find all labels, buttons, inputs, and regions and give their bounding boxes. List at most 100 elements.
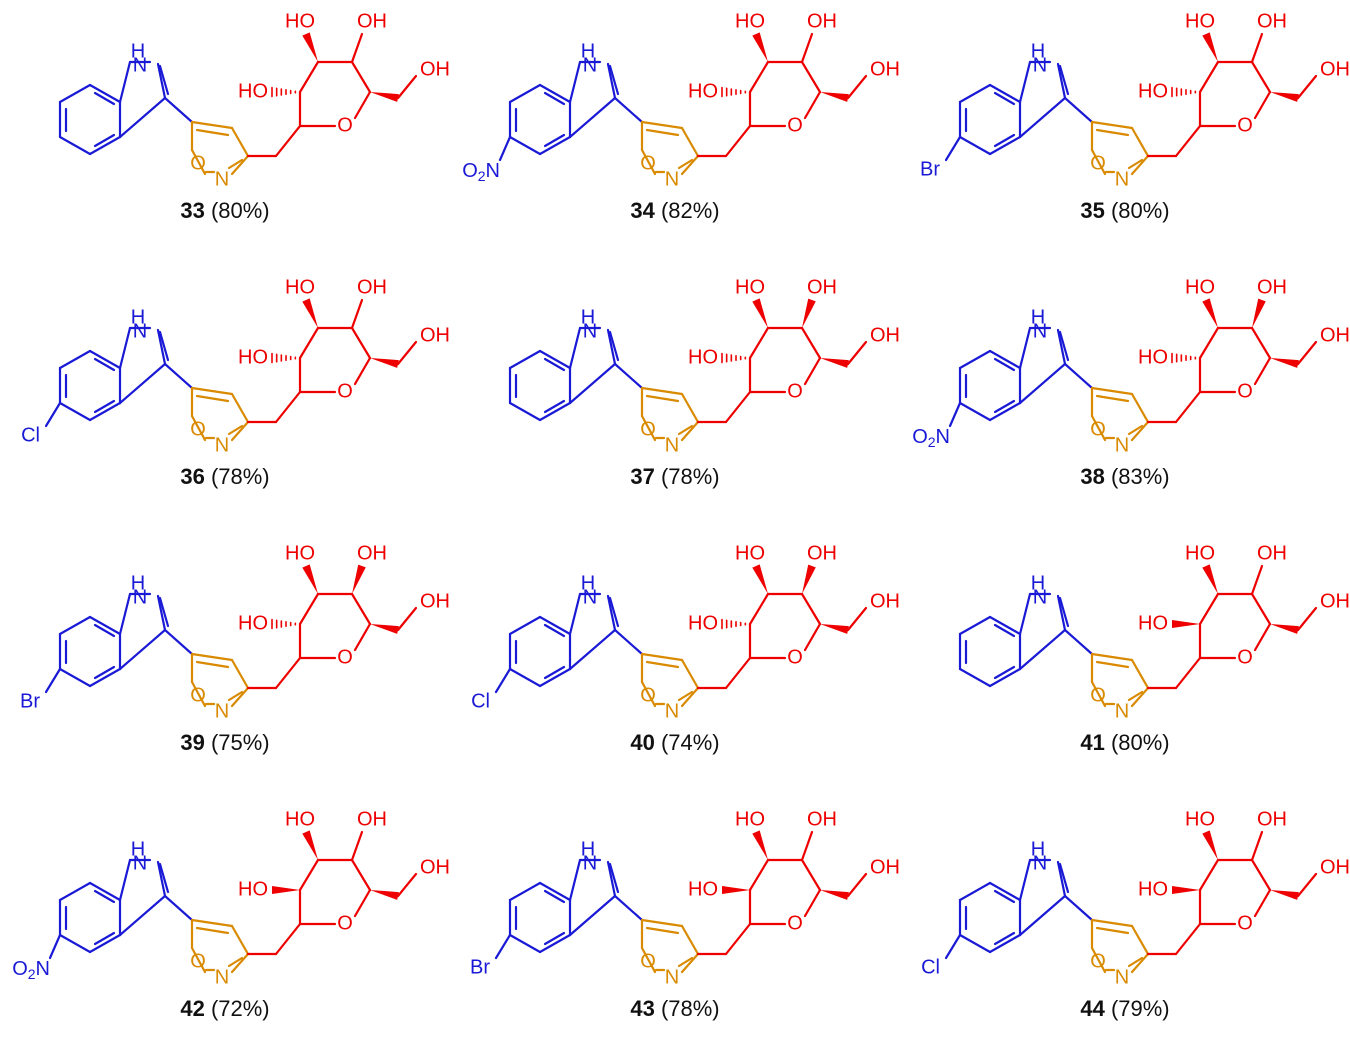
indole-double-bond (93, 357, 116, 372)
indole-nh-h: H (1031, 838, 1045, 860)
isoxazole-o: O (640, 152, 656, 174)
hydroxyl-c2: HO (688, 612, 718, 634)
sugar-bond (1250, 326, 1272, 360)
sugar-bond (803, 356, 822, 386)
isoxazole-bond (1127, 690, 1144, 702)
indole-nh-n: N (1033, 852, 1047, 874)
sugar-bond (1253, 356, 1272, 386)
isoxazole-double-bond (195, 660, 230, 669)
wedge-bond (1270, 624, 1299, 634)
indole-bond (118, 96, 167, 139)
sugar-bond (800, 60, 822, 94)
compound-caption: 34 (82%) (450, 198, 900, 224)
sugar-bond (350, 32, 364, 64)
hydroxyl-c4: OH (1257, 542, 1287, 564)
indole-bond (508, 615, 542, 636)
indole-double-bond (608, 596, 620, 628)
indole-bond (958, 135, 992, 156)
indole-double-bond (993, 665, 1016, 680)
indole-bond (156, 328, 167, 366)
indole-double-bond (158, 64, 170, 96)
isoxazole-bond (640, 148, 657, 176)
sugar-bond (350, 858, 372, 892)
compound-number: 36 (180, 464, 205, 489)
isoxazole-bond (680, 392, 700, 424)
isoxazole-n: N (1115, 966, 1129, 988)
sugar-bond (1198, 326, 1220, 360)
isoxazole-bond (640, 414, 657, 442)
isoxazole-double-bond (230, 952, 250, 974)
indole-nh-h: H (1031, 306, 1045, 328)
compound-yield: (78%) (210, 464, 270, 489)
indole-bond (1018, 60, 1032, 104)
indole-bond (118, 858, 132, 902)
indole-bond (1056, 594, 1067, 632)
sugar-bond (396, 340, 418, 366)
compound-caption: 37 (78%) (450, 464, 900, 490)
indole-double-bond (993, 133, 1016, 148)
hydroxyl-c6: OH (870, 856, 900, 878)
wedge-bond (752, 32, 768, 62)
isoxazole-o: O (1090, 152, 1106, 174)
indole-bond (988, 615, 1022, 636)
hydroxyl-c4: OH (1257, 808, 1287, 830)
isoxazole-bond (230, 126, 250, 158)
wedge-bond (752, 564, 768, 594)
indole-isoxazole-bond (1063, 96, 1094, 124)
hydroxyl-c4: OH (357, 276, 387, 298)
bromo-label: Br (20, 690, 40, 712)
isoxazole-n: N (665, 966, 679, 988)
indole-nh-h: H (131, 838, 145, 860)
isoxazole-bond (230, 658, 250, 690)
wedge-bond (722, 886, 750, 894)
compound-number: 43 (630, 996, 655, 1021)
hydroxyl-c6: OH (1320, 58, 1350, 80)
isoxazole-n: N (215, 434, 229, 456)
indole-isoxazole-bond (163, 96, 194, 124)
sugar-bond (1296, 74, 1318, 100)
wedge-bond (1172, 620, 1200, 628)
hydroxyl-c2: HO (688, 878, 718, 900)
wedge-bond (1202, 564, 1218, 594)
isoxazole-bond (1127, 956, 1144, 968)
indole-bond (58, 933, 92, 954)
indole-bond (1056, 328, 1067, 366)
indole-bond (88, 615, 122, 636)
isoxazole-double-bond (680, 154, 700, 176)
ring-oxygen: O (337, 380, 353, 402)
substituent-bond (494, 933, 512, 960)
compound-number: 44 (1080, 996, 1105, 1021)
sugar-bond (1250, 564, 1264, 596)
indole-bond (988, 349, 1022, 370)
isoxazole-bond (1127, 424, 1144, 436)
wedge-bond (1270, 358, 1299, 368)
indole-bond (1018, 96, 1067, 139)
isoxazole-double-bond (1130, 686, 1150, 708)
indole-bond (988, 881, 1022, 902)
hydroxyl-c6: OH (870, 590, 900, 612)
hydroxyl-c2: HO (238, 878, 268, 900)
hydroxyl-c4: OH (807, 542, 837, 564)
isoxazole-n: N (215, 966, 229, 988)
compound-yield: (83%) (1110, 464, 1170, 489)
sugar-bond (800, 32, 814, 64)
isoxazole-bond (640, 946, 657, 974)
ring-oxygen: O (787, 912, 803, 934)
indole-bond (1018, 894, 1067, 937)
indole-bond (538, 401, 572, 422)
indole-double-bond (608, 330, 620, 362)
sugar-bond (1198, 858, 1220, 892)
isoxazole-bond (680, 658, 700, 690)
indole-double-bond (993, 623, 1016, 638)
hydroxyl-c4: OH (357, 542, 387, 564)
indole-double-bond (608, 862, 620, 894)
sugar-bond (846, 606, 868, 632)
indole-double-bond (93, 623, 116, 638)
indole-bond (88, 401, 122, 422)
indole-bond (538, 349, 572, 370)
